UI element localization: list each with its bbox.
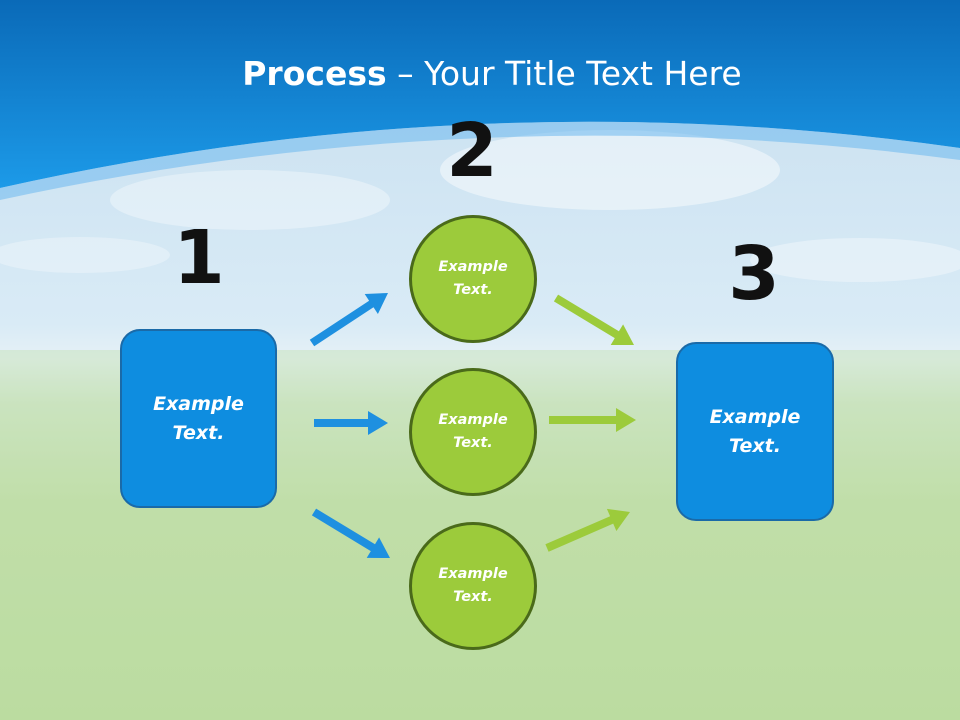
circle-top-line2: Text. [453,282,493,298]
title-rest: – Your Title Text Here [386,54,742,93]
circle-bottom-line2: Text. [453,589,493,605]
right-process-box: Example Text. [676,342,834,521]
arrow-left-to-bottom [311,508,390,558]
step-number-1: 1 [173,215,225,301]
title-bold: Process [242,54,387,93]
arrow-layer [309,293,636,558]
left-box-line1: Example [153,392,244,415]
right-box-line1: Example [709,405,801,428]
circle-middle-line1: Example [438,412,508,428]
slide-title: Process – Your Title Text Here [0,52,960,96]
process-circle-middle: Example Text. [409,368,537,496]
circle-middle-line2: Text. [453,435,493,451]
arrow-top-to-right [553,294,634,345]
arrow-left-to-middle [314,411,388,435]
left-process-box: Example Text. [120,329,277,508]
circle-bottom-line1: Example [438,566,508,582]
arrow-bottom-to-right [545,508,630,552]
arrow-left-to-top [309,293,388,347]
circle-top-line1: Example [438,259,508,275]
right-box-line2: Text. [729,434,781,457]
process-circle-bottom: Example Text. [409,522,537,650]
left-box-line2: Text. [172,421,225,444]
step-number-3: 3 [728,231,780,317]
step-number-2: 2 [446,108,498,194]
arrow-middle-to-right [549,408,636,432]
process-circle-top: Example Text. [409,215,537,343]
